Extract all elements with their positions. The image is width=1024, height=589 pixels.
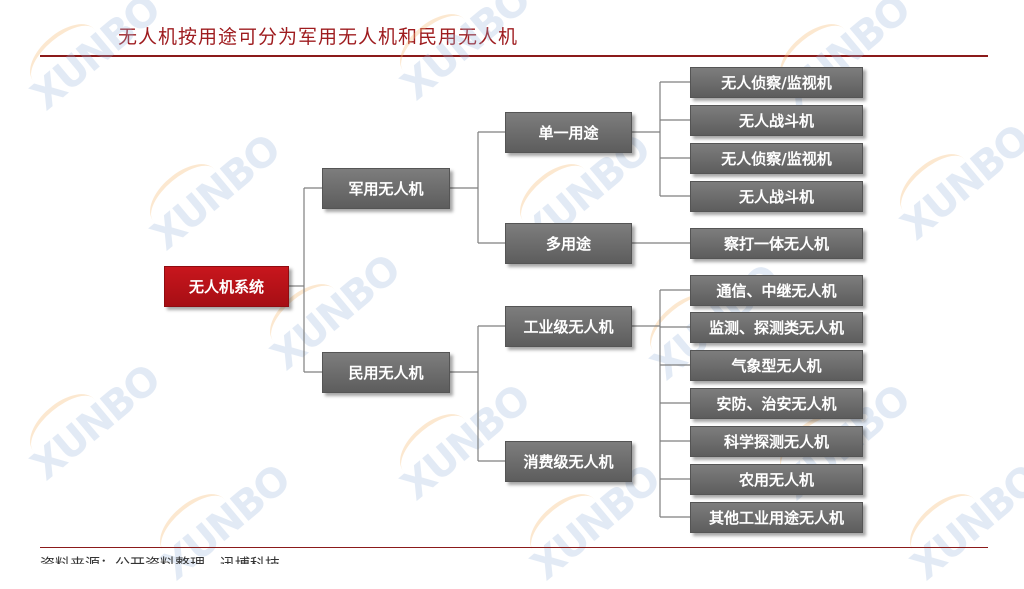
civil-uav-node: 民用无人机 (322, 352, 450, 393)
leaf-node: 无人侦察/监视机 (690, 67, 863, 98)
source-note: 资料来源：公开资料整理、迅博科技 (40, 555, 281, 564)
leaf-node: 无人战斗机 (690, 181, 863, 212)
leaf-node: 安防、治安无人机 (690, 388, 863, 419)
page-title: 无人机按用途可分为军用无人机和民用无人机 (118, 26, 519, 48)
single-use-node: 单一用途 (505, 112, 632, 153)
leaf-node: 科学探测无人机 (690, 426, 863, 457)
leaf-node: 无人战斗机 (690, 105, 863, 136)
connector-lines (289, 81, 690, 518)
leaf-node: 农用无人机 (690, 464, 863, 495)
leaf-node: 监测、探测类无人机 (690, 312, 863, 343)
industrial-uav-node: 工业级无人机 (505, 306, 632, 347)
leaf-node: 察打一体无人机 (690, 228, 863, 259)
title-underline (40, 55, 988, 57)
leaf-node: 其他工业用途无人机 (690, 502, 863, 533)
military-uav-node: 军用无人机 (322, 168, 450, 209)
consumer-uav-node: 消费级无人机 (505, 441, 632, 482)
footer-rule (40, 547, 988, 548)
multi-use-node: 多用途 (505, 223, 632, 264)
leaf-node: 气象型无人机 (690, 350, 863, 381)
leaf-node: 通信、中继无人机 (690, 275, 863, 306)
leaf-node: 无人侦察/监视机 (690, 143, 863, 174)
root-node: 无人机系统 (164, 266, 289, 307)
